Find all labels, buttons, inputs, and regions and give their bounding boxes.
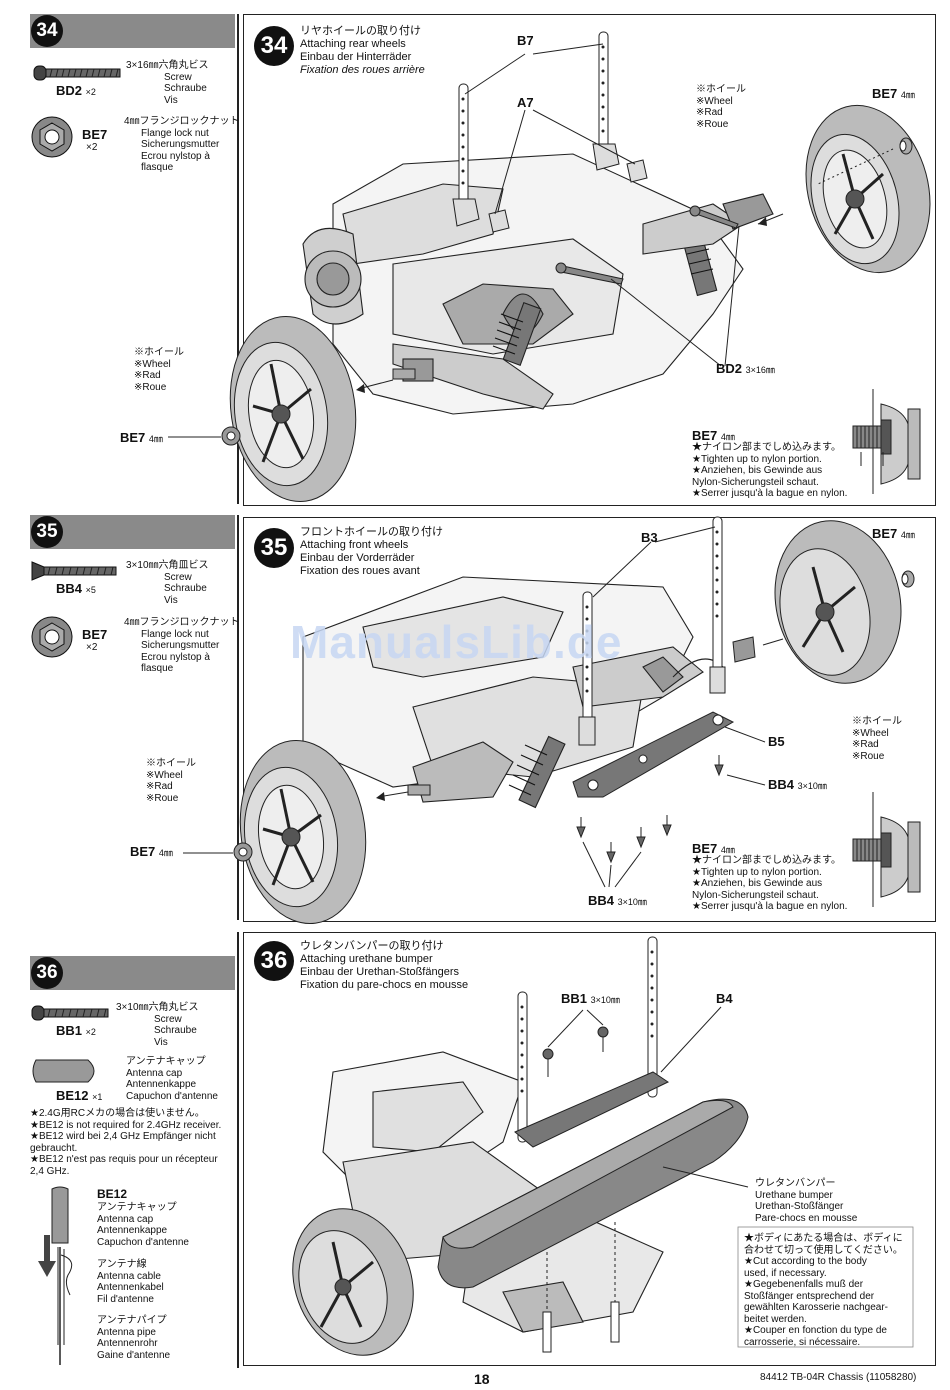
- part-code: BE7: [82, 627, 108, 642]
- model-footer: 84412 TB-04R Chassis (11058280): [760, 1372, 917, 1383]
- cut-note: ★ボディにあたる場合は、ボディに合わせて切って使用してください。 ★Cut ac…: [744, 1233, 903, 1348]
- screw-icon: [33, 65, 121, 81]
- part-label: BB4 3×10㎜: [588, 893, 647, 908]
- part-label: BE7 4㎜: [130, 844, 173, 859]
- part-label: BD2 3×16㎜: [716, 361, 775, 376]
- page-number: 18: [474, 1371, 490, 1387]
- step-header-bar: [30, 515, 235, 549]
- wheel-note: ※ホイール※Wheel ※Rad※Roue: [696, 84, 746, 130]
- receiver-note: ★2.4G用RCメカの場合は使いません。 ★BE12 is not requir…: [30, 1108, 222, 1177]
- part-label: B5: [768, 734, 785, 749]
- assembly-note: ★ナイロン部までしめ込みます。★Tighten up to nylon port…: [692, 442, 848, 499]
- part-description: 4㎜フランジロックナット Flange lock nut Sicherungsm…: [124, 617, 240, 674]
- part-label: BE7 4㎜: [692, 428, 735, 443]
- step-badge: 36: [254, 941, 294, 981]
- wheel-note: ※ホイール※Wheel ※Rad※Roue: [146, 758, 196, 804]
- front-wheel-assembly-drawing: [183, 516, 921, 925]
- part-description: 4㎜フランジロックナット Flange lock nut Sicherungsm…: [124, 116, 240, 173]
- part-label: A7: [517, 95, 534, 110]
- part-qty: ×2: [86, 142, 98, 153]
- divider-line: [237, 515, 239, 920]
- antenna-cap-icon: [32, 1059, 95, 1083]
- part-label: BE7 4㎜: [872, 86, 915, 101]
- part-description: 3×16㎜六角丸ビス Screw Schraube Vis: [126, 60, 209, 106]
- step-badge: 35: [254, 528, 294, 568]
- step-number: 35: [31, 516, 63, 548]
- part-description: 3×10㎜六角皿ビス Screw Schraube Vis: [126, 560, 209, 606]
- wheel-note: ※ホイール※Wheel ※Rad※Roue: [852, 716, 902, 762]
- step-number: 34: [31, 15, 63, 47]
- part-label: BB4 3×10㎜: [768, 777, 827, 792]
- assembly-note: ★ナイロン部までしめ込みます。★Tighten up to nylon port…: [692, 855, 848, 912]
- part-label: BE7 4㎜: [692, 841, 735, 856]
- countersunk-screw-icon: [31, 561, 117, 581]
- part-description: 3×10㎜六角丸ビス Screw Schraube Vis: [116, 1002, 199, 1048]
- step-header-bar: [30, 14, 235, 48]
- part-code: BE12: [97, 1187, 128, 1201]
- part-description: アンテナキャップ Antenna cap Antennenkappe Capuc…: [126, 1056, 218, 1102]
- part-code: BE12 ×1: [56, 1088, 103, 1103]
- rear-wheel-assembly-drawing: [168, 31, 931, 502]
- part-code: BD2 ×2: [56, 83, 96, 98]
- step-badge: 34: [254, 26, 294, 66]
- part-qty: ×2: [86, 642, 98, 653]
- part-code: BB1 ×2: [56, 1023, 96, 1038]
- flange-nut-icon: [31, 616, 73, 658]
- part-label: BE7 4㎜: [120, 430, 163, 445]
- part-label: BE7 4㎜: [872, 526, 915, 541]
- bumper-assembly-drawing: [292, 936, 914, 1356]
- part-label: B3: [641, 530, 658, 545]
- step-header-bar: [30, 956, 235, 990]
- part-label: B7: [517, 33, 534, 48]
- divider-line: [237, 932, 239, 1368]
- watermark: ManualsLib.de: [290, 616, 623, 668]
- screw-icon: [31, 1005, 109, 1021]
- step-number: 36: [31, 957, 63, 989]
- part-label: B4: [716, 991, 733, 1006]
- part-label: BB1 3×10㎜: [561, 991, 620, 1006]
- part-code: BE7: [82, 127, 108, 142]
- divider-line: [237, 14, 239, 504]
- antenna-diagram: [38, 1186, 73, 1365]
- flange-nut-icon: [31, 116, 73, 158]
- wheel-note: ※ホイール※Wheel ※Rad※Roue: [134, 347, 184, 393]
- part-code: BB4 ×5: [56, 581, 96, 596]
